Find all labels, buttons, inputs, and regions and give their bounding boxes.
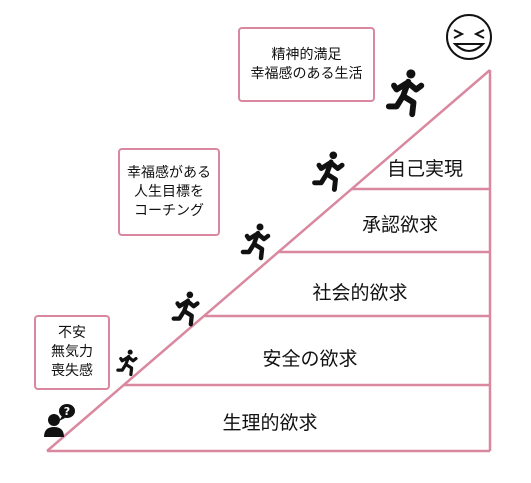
level-label-esteem: 承認欲求 [361, 214, 438, 236]
note-bottom-line3: 喪失感 [51, 363, 93, 379]
note-top-line2: 幸福感のある生活 [250, 65, 363, 82]
note-bottom: 不安 無気力 喪失感 [34, 315, 110, 390]
note-middle-line2: 人生目標を [134, 183, 204, 200]
level-label-safety: 安全の欲求 [262, 348, 358, 370]
running-figures [116, 69, 425, 377]
note-middle-line1: 幸福感がある [127, 164, 211, 181]
pyramid-hypotenuse [46, 69, 491, 452]
level-label-self-actualization: 自己実現 [386, 158, 463, 180]
pyramid-outline [46, 69, 492, 453]
running-person-icon [116, 349, 138, 377]
svg-text:?: ? [64, 405, 70, 418]
note-bottom-line2: 無気力 [51, 344, 93, 360]
smiley-face-icon [446, 14, 492, 60]
running-person-icon [385, 69, 425, 118]
level-label-social: 社会的欲求 [312, 282, 408, 304]
note-top-line1: 精神的満足 [271, 46, 342, 63]
level-label-physiological: 生理的欲求 [222, 412, 318, 434]
note-middle-line3: コーチング [134, 202, 204, 219]
running-person-icon [312, 151, 345, 192]
note-middle: 幸福感がある 人生目標を コーチング [118, 148, 220, 236]
running-person-icon [240, 223, 271, 261]
note-bottom-line1: 不安 [58, 325, 86, 341]
confused-person-icon: ? [44, 404, 75, 437]
note-top: 精神的満足 幸福感のある生活 [238, 27, 375, 102]
running-person-icon [171, 291, 200, 327]
